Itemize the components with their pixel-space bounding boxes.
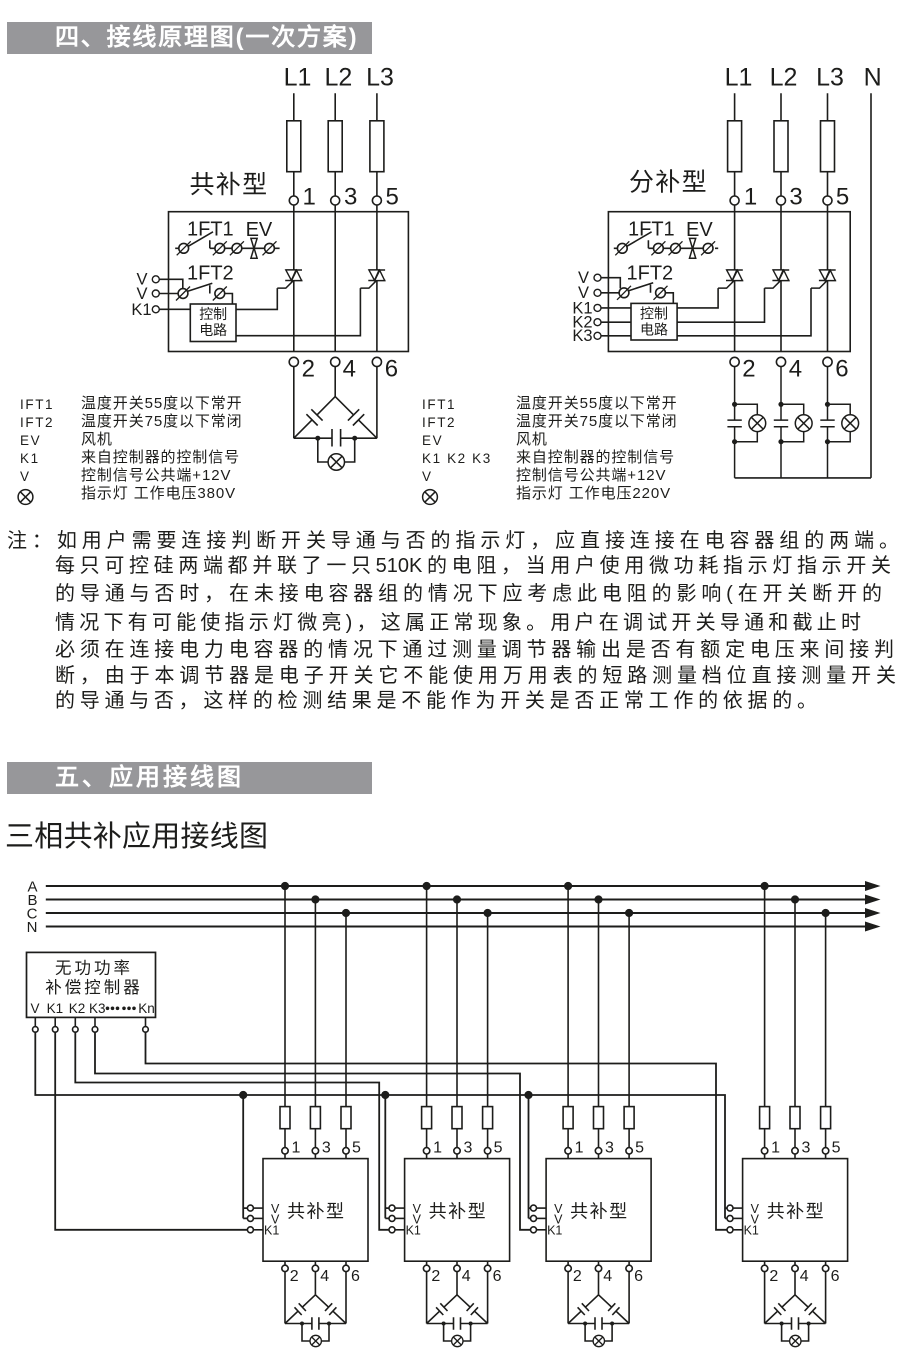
svg-text:3: 3: [344, 183, 357, 210]
svg-text:A: A: [27, 878, 37, 895]
svg-text:4: 4: [789, 356, 802, 383]
svg-text:3: 3: [789, 183, 802, 210]
svg-text:V: V: [578, 269, 589, 287]
svg-text:K2: K2: [572, 314, 592, 332]
svg-text:V: V: [578, 284, 589, 302]
svg-text:电路: 电路: [199, 322, 227, 338]
svg-text:5: 5: [836, 183, 849, 210]
svg-text:6: 6: [385, 356, 398, 383]
svg-text:N: N: [864, 64, 882, 92]
svg-text:L1: L1: [284, 64, 312, 92]
svg-text:L3: L3: [366, 64, 394, 92]
svg-text:1FT1: 1FT1: [187, 218, 234, 240]
svg-text:V: V: [136, 271, 147, 289]
svg-text:K1: K1: [572, 299, 592, 317]
svg-text:K3: K3: [89, 1001, 106, 1016]
svg-text:共补型: 共补型: [190, 171, 269, 199]
svg-text:1FT1: 1FT1: [628, 218, 675, 240]
svg-text:L3: L3: [816, 64, 844, 92]
svg-text:L2: L2: [770, 64, 798, 92]
svg-text:分补型: 分补型: [629, 169, 708, 197]
svg-text:6: 6: [835, 356, 848, 383]
svg-text:5: 5: [386, 183, 399, 210]
svg-text:Kn: Kn: [138, 1001, 155, 1016]
svg-text:1FT2: 1FT2: [627, 262, 674, 284]
svg-text:K1: K1: [47, 1001, 64, 1016]
svg-text:控制: 控制: [640, 305, 668, 321]
svg-text:N: N: [27, 919, 38, 936]
svg-text:K1: K1: [131, 301, 151, 319]
svg-text:2: 2: [302, 356, 315, 383]
svg-text:1FT2: 1FT2: [187, 263, 234, 285]
svg-text:L1: L1: [725, 64, 753, 92]
svg-text:K3: K3: [572, 327, 592, 345]
svg-text:EV: EV: [246, 219, 273, 241]
svg-text:L2: L2: [324, 64, 352, 92]
svg-text:V: V: [31, 1001, 40, 1016]
svg-text:B: B: [27, 892, 37, 909]
svg-text:补偿控制器: 补偿控制器: [45, 978, 143, 997]
svg-text:2: 2: [742, 356, 755, 383]
svg-text:V: V: [136, 285, 147, 303]
svg-text:C: C: [27, 905, 38, 922]
svg-text:无功功率: 无功功率: [55, 959, 133, 978]
svg-text:EV: EV: [686, 219, 713, 241]
svg-text:控制: 控制: [199, 306, 227, 322]
svg-text:1: 1: [303, 183, 316, 210]
svg-text:1: 1: [744, 183, 757, 210]
svg-text:K2: K2: [69, 1001, 86, 1016]
svg-text:电路: 电路: [640, 321, 668, 337]
svg-text:4: 4: [343, 356, 356, 383]
